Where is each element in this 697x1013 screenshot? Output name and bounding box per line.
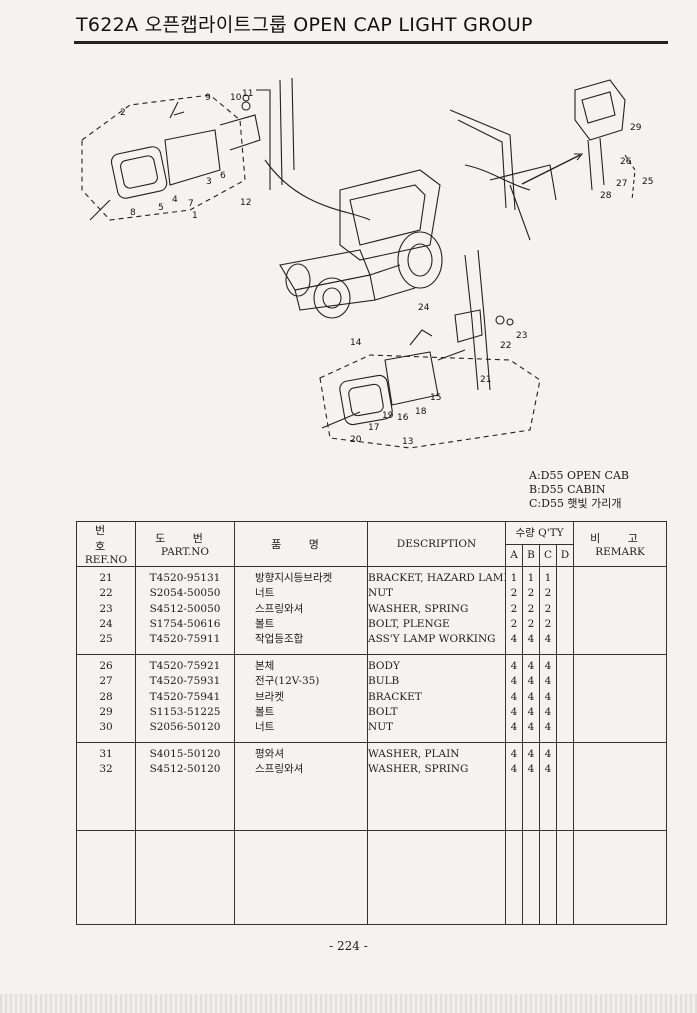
qty-col-b: B xyxy=(522,543,540,567)
callout-8: 8 xyxy=(130,208,136,218)
callout-16: 16 xyxy=(397,413,409,423)
qty-col-c: C xyxy=(539,543,557,567)
callout-26: 26 xyxy=(620,157,632,167)
legend-line-c: C:D55 햇빛 가리개 xyxy=(529,497,622,510)
callout-4: 4 xyxy=(172,195,178,205)
upper-left-assembly-outline xyxy=(81,94,246,221)
callout-19: 19 xyxy=(382,411,394,421)
work-lamp-right xyxy=(574,79,626,141)
cab-post-right xyxy=(449,109,516,211)
callout-20: 20 xyxy=(350,435,362,445)
header-part: 도 번 PART.NO xyxy=(135,521,235,567)
callout-15: 15 xyxy=(430,393,441,403)
callout-12: 12 xyxy=(240,198,251,208)
callout-22: 22 xyxy=(500,341,511,351)
callout-10: 10 xyxy=(230,93,242,103)
callout-2: 2 xyxy=(120,108,126,118)
lamp-body-lower xyxy=(339,374,393,426)
callout-1: 1 xyxy=(192,211,198,221)
tractor-illustration xyxy=(279,169,443,319)
exploded-diagram: 2 9 10 11 12 8 5 4 7 3 6 1 29 26 27 25 2… xyxy=(81,77,653,449)
scan-edge xyxy=(0,994,697,1013)
lamp-housing-lower xyxy=(384,351,439,406)
qty-d-cell xyxy=(555,742,575,831)
callout-11: 11 xyxy=(242,89,253,99)
qty-d-cell xyxy=(555,654,575,743)
callout-9: 9 xyxy=(205,93,211,103)
header-remark: 비 고 REMARK xyxy=(573,521,668,567)
qty-d-cell xyxy=(555,566,575,655)
callout-27: 27 xyxy=(616,179,627,189)
header-name-ko: 품 명 xyxy=(234,521,368,567)
callout-17: 17 xyxy=(368,423,379,433)
page-title: T622A 오픈캡라이트그룹 OPEN CAP LIGHT GROUP xyxy=(76,14,533,36)
qty-col-a: A xyxy=(505,543,523,567)
callout-28: 28 xyxy=(600,191,612,201)
callout-24: 24 xyxy=(418,303,430,313)
lower-post xyxy=(464,249,491,391)
callout-18: 18 xyxy=(415,407,427,417)
callout-7: 7 xyxy=(188,199,194,209)
remark-cell xyxy=(573,742,668,831)
assembly-arrow xyxy=(521,154,581,185)
callout-29: 29 xyxy=(630,123,642,133)
parts-table: 번 호 REF.NO 도 번 PART.NO 품 명 DESCRIPTION 수… xyxy=(76,521,668,925)
remark-cell xyxy=(573,566,668,655)
qty-col-d: D xyxy=(555,543,575,567)
lamp-housing-left xyxy=(164,129,221,186)
header-ref: 번 호 REF.NO xyxy=(76,521,136,567)
header-description: DESCRIPTION xyxy=(367,521,506,567)
lamp-body-left xyxy=(110,146,168,199)
lower-assembly-outline xyxy=(319,354,541,449)
callout-23: 23 xyxy=(516,331,527,341)
table-group-empty xyxy=(76,830,668,925)
callout-6: 6 xyxy=(220,171,226,181)
callout-13: 13 xyxy=(402,437,413,447)
bracket-left xyxy=(219,114,261,151)
callout-21: 21 xyxy=(480,375,491,385)
legend-line-b: B:D55 CABIN xyxy=(529,483,606,496)
legend-line-a: A:D55 OPEN CAB xyxy=(529,469,629,482)
model-legend: A:D55 OPEN CAB B:D55 CABIN C:D55 햇빛 가리개 xyxy=(529,469,629,511)
callout-14: 14 xyxy=(350,338,362,348)
title-rule xyxy=(74,41,668,44)
header-qty: 수량 Q'TY xyxy=(504,521,575,545)
remark-cell xyxy=(573,654,668,743)
callout-5: 5 xyxy=(158,203,164,213)
page-number: - 224 - xyxy=(329,939,368,953)
callout-3: 3 xyxy=(206,177,212,187)
callout-25: 25 xyxy=(642,177,653,187)
